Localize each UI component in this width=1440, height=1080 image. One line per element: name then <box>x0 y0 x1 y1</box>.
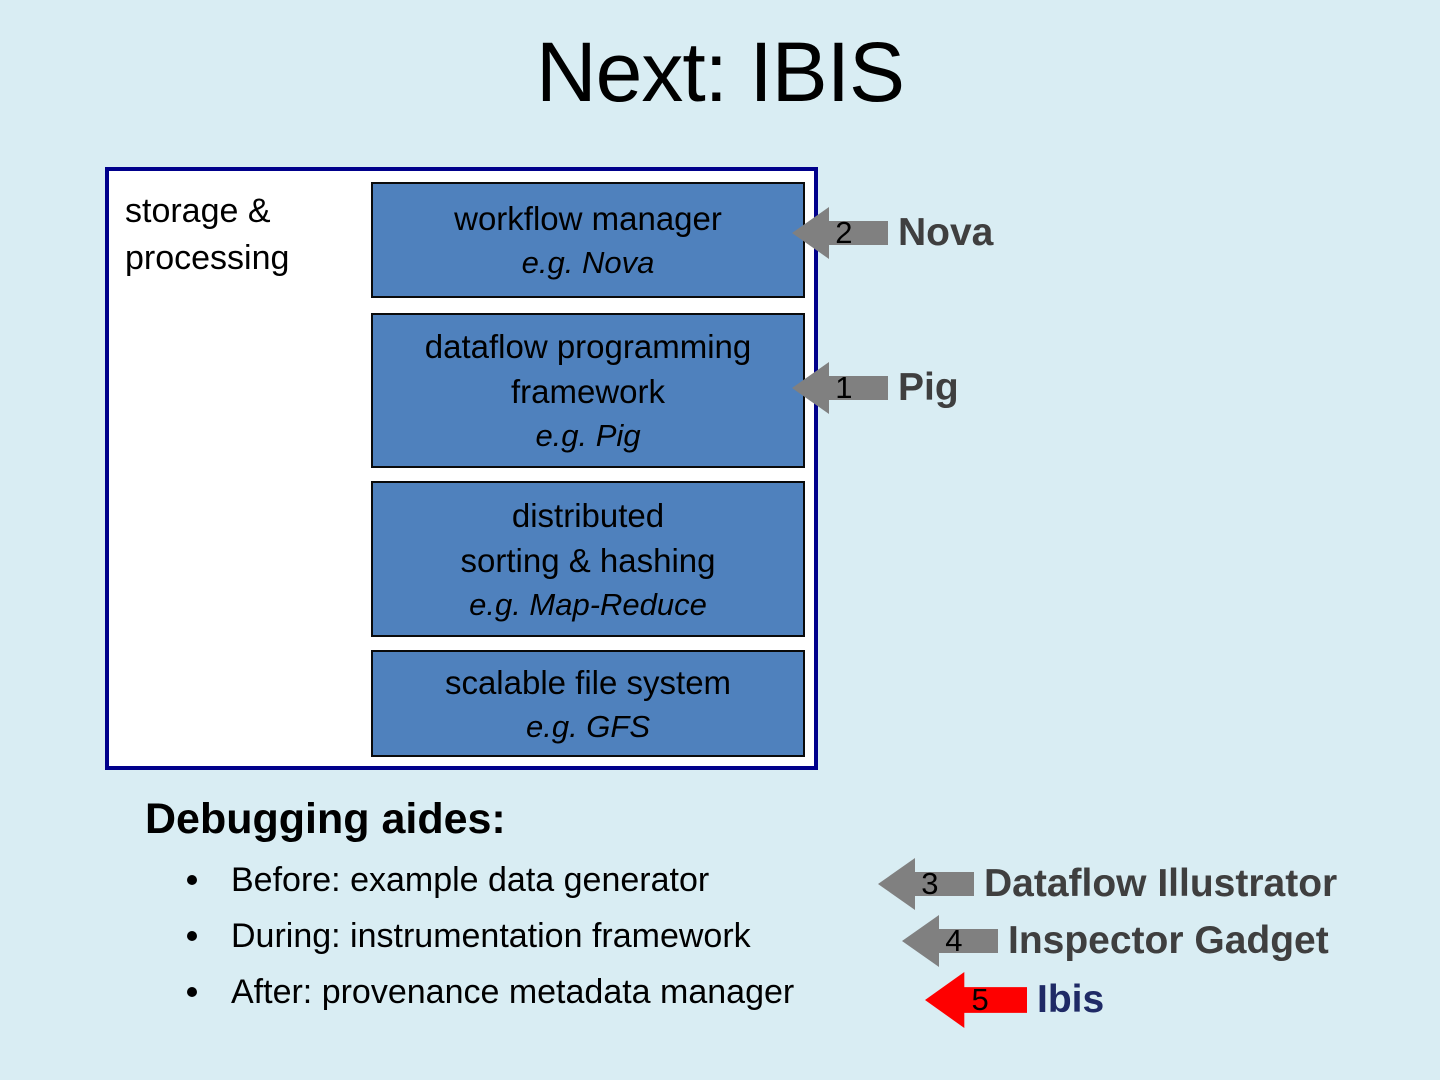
left-arrow-icon: 2 <box>792 207 888 259</box>
layer-workflow-manager: workflow manager e.g. Nova <box>371 182 805 298</box>
arrow-number: 3 <box>921 866 939 901</box>
annotation-dataflow-illustrator: 3 Dataflow Illustrator <box>878 858 1337 910</box>
annotation-inspector-gadget: 4 Inspector Gadget <box>902 915 1329 967</box>
arrow-label-pig: Pig <box>898 366 959 409</box>
layer-title-line2: sorting & hashing <box>460 541 716 579</box>
layer-title: scalable file system <box>444 663 732 701</box>
storage-processing-label: storage & processing <box>125 192 290 277</box>
layer-dataflow-programming-framework: dataflow programming framework e.g. Pig <box>371 313 805 468</box>
left-arrow-icon: 1 <box>792 362 888 414</box>
annotation-pig: 1 Pig <box>792 362 959 414</box>
left-arrow-shape <box>902 915 998 967</box>
bullet-item-during: During: instrumentation framework <box>185 908 945 964</box>
layer-scalable-file-system: scalable file system e.g. GFS <box>371 650 805 757</box>
annotation-nova: 2 Nova <box>792 207 993 259</box>
arrow-label-nova: Nova <box>898 211 994 254</box>
layer-title: dataflow programming <box>424 328 752 365</box>
layer-example: e.g. Pig <box>535 418 641 453</box>
bullet-item-after: After: provenance metadata manager <box>185 964 945 1020</box>
left-arrow-shape <box>792 362 888 414</box>
layer-stack: workflow manager e.g. Nova dataflow prog… <box>371 182 805 757</box>
arrow-number: 4 <box>945 923 963 958</box>
layer-title-line2: framework <box>510 373 666 410</box>
slide-title: Next: IBIS <box>535 25 905 119</box>
left-arrow-icon: 4 <box>902 915 998 967</box>
left-arrow-icon: 3 <box>878 858 974 910</box>
left-arrow-icon: 5 <box>925 972 1027 1028</box>
left-arrow-shape <box>792 207 888 259</box>
left-arrow-shape <box>878 858 974 910</box>
arrow-label-inspector-gadget: Inspector Gadget <box>1008 919 1329 962</box>
bullet-dot-icon <box>187 931 197 941</box>
layer-title: workflow manager <box>454 200 722 237</box>
layer-example: e.g. Map-Reduce <box>469 586 707 622</box>
arrow-polygon <box>925 972 1027 1028</box>
arrow-number: 1 <box>835 370 853 405</box>
left-arrow-shape <box>925 972 1027 1028</box>
arrow-polygon <box>792 362 888 414</box>
arrow-label-dataflow-illustrator: Dataflow Illustrator <box>984 862 1338 905</box>
bullet-text: During: instrumentation framework <box>231 916 751 955</box>
arrow-polygon <box>902 915 998 967</box>
layer-title: distributed <box>511 496 665 534</box>
debugging-bullet-list: Before: example data generator During: i… <box>185 852 945 1020</box>
arrow-number: 2 <box>835 215 853 250</box>
bullet-text: Before: example data generator <box>231 860 710 899</box>
arrow-polygon <box>792 207 888 259</box>
arrow-label-ibis: Ibis <box>1037 978 1105 1021</box>
bullet-dot-icon <box>187 987 197 997</box>
debugging-heading: Debugging aides: <box>145 795 506 843</box>
arrow-number: 5 <box>971 982 989 1017</box>
layer-example: e.g. GFS <box>525 708 651 744</box>
layer-example: e.g. Nova <box>521 245 655 280</box>
bullet-text: After: provenance metadata manager <box>231 972 795 1011</box>
annotation-ibis: 5 Ibis <box>925 972 1104 1028</box>
layer-distributed-sorting-hashing: distributed sorting & hashing e.g. Map-R… <box>371 481 805 637</box>
bullet-dot-icon <box>187 875 197 885</box>
bullet-item-before: Before: example data generator <box>185 852 945 908</box>
arrow-polygon <box>878 858 974 910</box>
